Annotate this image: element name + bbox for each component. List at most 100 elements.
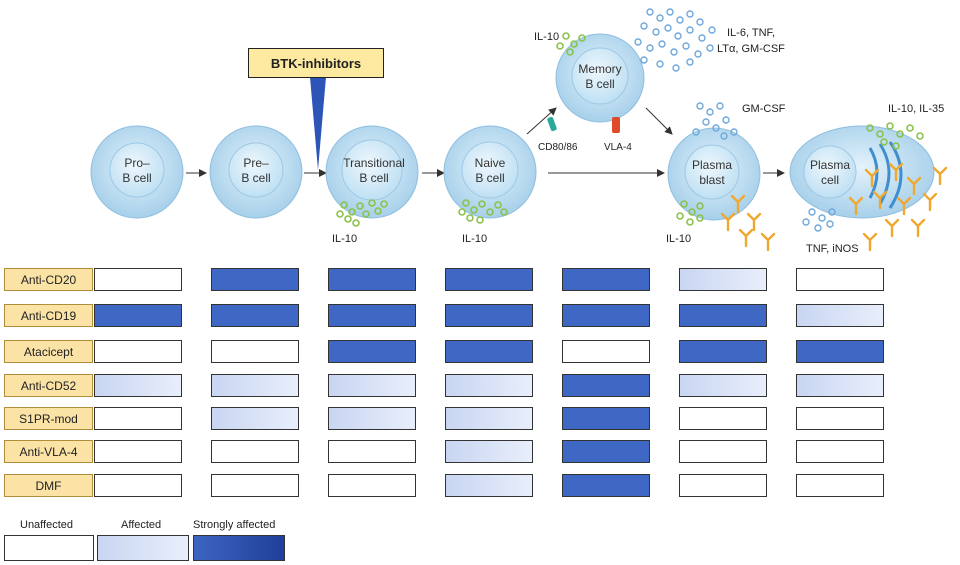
- vla4-label: VLA-4: [604, 142, 632, 153]
- progression-arrows: [186, 107, 785, 177]
- effect-box-strong: [328, 304, 416, 327]
- cell-label-line2: B cell: [359, 171, 388, 185]
- memory-cytokines-line2: LTα, GM-CSF: [717, 43, 785, 55]
- effect-box-unaffected: [796, 440, 884, 463]
- btk-pointer: [310, 77, 326, 170]
- cell-label-line2: cell: [821, 173, 839, 187]
- effect-box-strong: [211, 304, 299, 327]
- effect-box-unaffected: [796, 407, 884, 430]
- effect-box-strong: [445, 340, 533, 363]
- plasmablast-cell: Plasma blast GM-CSF IL-10: [666, 102, 786, 252]
- effect-box-affected: [211, 407, 299, 430]
- effect-box-affected: [211, 374, 299, 397]
- effect-box-unaffected: [94, 340, 182, 363]
- cd80-receptor-icon: [547, 116, 557, 132]
- effect-box-unaffected: [94, 407, 182, 430]
- cell-label-line1: Plasma: [810, 158, 850, 172]
- drug-label: S1PR-mod: [4, 407, 93, 430]
- effect-box-unaffected: [679, 407, 767, 430]
- plasmacell-top-label: IL-10, IL-35: [888, 103, 944, 115]
- effect-box-strong: [211, 268, 299, 291]
- effect-box-affected: [445, 374, 533, 397]
- il10-dots: [336, 199, 388, 227]
- il10-dots: [676, 200, 704, 226]
- effect-box-strong: [445, 304, 533, 327]
- cell-label-line1: Memory: [578, 62, 621, 76]
- btk-inhibitors-label: BTK-inhibitors: [248, 48, 384, 78]
- drug-label: Anti-VLA-4: [4, 440, 93, 463]
- effect-box-strong: [562, 304, 650, 327]
- effect-box-unaffected: [94, 268, 182, 291]
- effect-box-unaffected: [211, 440, 299, 463]
- il10-dots: [866, 122, 924, 150]
- cell-label-line2: B cell: [585, 77, 614, 91]
- effect-box-unaffected: [94, 474, 182, 497]
- il10-dots: [458, 199, 508, 224]
- cell-label-line2: B cell: [122, 171, 151, 185]
- cell-label-line2: blast: [699, 173, 725, 187]
- effect-box-unaffected: [796, 268, 884, 291]
- effect-box-affected: [796, 304, 884, 327]
- naive-b-cell: Naive B cell IL-10: [443, 125, 537, 245]
- effect-box-unaffected: [328, 440, 416, 463]
- drug-label: Atacicept: [4, 340, 93, 363]
- effect-box-affected: [328, 374, 416, 397]
- cell-label-line1: Naive: [475, 156, 506, 170]
- effect-box-strong: [562, 407, 650, 430]
- effect-box-strong: [328, 340, 416, 363]
- effect-box-unaffected: [94, 440, 182, 463]
- cytokine-dots: [692, 102, 738, 140]
- drug-label: DMF: [4, 474, 93, 497]
- il10-dots: [556, 32, 586, 56]
- effect-box-unaffected: [796, 474, 884, 497]
- drug-label: Anti-CD19: [4, 304, 93, 327]
- effect-box-strong: [562, 268, 650, 291]
- effect-box-strong: [679, 340, 767, 363]
- drug-label: Anti-CD20: [4, 268, 93, 291]
- effect-box-affected: [94, 374, 182, 397]
- legend-strong-swatch: [193, 535, 285, 561]
- effect-box-strong: [328, 268, 416, 291]
- transitional-b-cell: Transitional B cell IL-10: [325, 125, 419, 245]
- plasmablast-gmcsf-label: GM-CSF: [742, 103, 786, 115]
- effect-box-strong: [796, 340, 884, 363]
- effect-box-affected: [445, 440, 533, 463]
- effect-box-unaffected: [211, 474, 299, 497]
- memory-cytokines-line1: IL-6, TNF,: [727, 27, 775, 39]
- memory-il10-label: IL-10: [534, 31, 559, 43]
- effect-box-affected: [445, 474, 533, 497]
- legend-unaffected-label: Unaffected: [20, 519, 74, 531]
- naive-il10-label: IL-10: [462, 233, 487, 245]
- cd80-label: CD80/86: [538, 142, 578, 153]
- plasmablast-il10-label: IL-10: [666, 233, 691, 245]
- effect-box-strong: [562, 374, 650, 397]
- effect-box-affected: [796, 374, 884, 397]
- cell-label-line1: Pre–: [243, 156, 269, 170]
- legend-affected-swatch: [97, 535, 189, 561]
- effect-box-strong: [562, 474, 650, 497]
- plasmacell-bottom-label: TNF, iNOS: [806, 243, 859, 255]
- effect-box-unaffected: [562, 340, 650, 363]
- memory-b-cell: Memory B cell IL-10 IL-6, TNF, LTα, GM-C…: [534, 8, 785, 153]
- effect-box-unaffected: [679, 474, 767, 497]
- legend-affected-label: Affected: [121, 519, 162, 531]
- effect-box-strong: [94, 304, 182, 327]
- cell-diagram: Pro– B cell Pre– B cell Transitional B c…: [90, 8, 948, 255]
- effect-box-strong: [562, 440, 650, 463]
- vla4-receptor-icon: [612, 117, 620, 133]
- transitional-il10-label: IL-10: [332, 233, 357, 245]
- legend-strong-label: Strongly affected: [193, 519, 276, 531]
- cell-label-line1: Transitional: [343, 156, 405, 170]
- cell-label-line2: B cell: [241, 171, 270, 185]
- plasma-cell: Plasma cell IL-10,: [789, 103, 948, 255]
- antibody-icons: [720, 194, 776, 252]
- cell-label-line2: B cell: [475, 171, 504, 185]
- effect-box-affected: [679, 268, 767, 291]
- cytokine-dots: [634, 8, 716, 72]
- cytokine-dots: [802, 208, 836, 232]
- effect-box-unaffected: [328, 474, 416, 497]
- effect-box-affected: [328, 407, 416, 430]
- effect-box-strong: [445, 268, 533, 291]
- cell-label-line1: Pro–: [124, 156, 150, 170]
- cell-label-line1: Plasma: [692, 158, 732, 172]
